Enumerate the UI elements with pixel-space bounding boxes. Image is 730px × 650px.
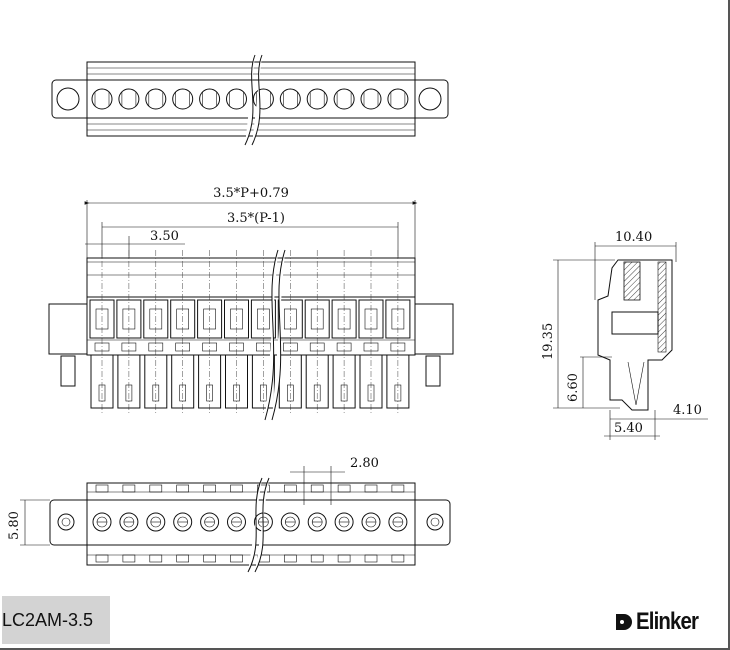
pole — [197, 250, 223, 415]
pitch-span-dim: 3.5*(P-1) — [227, 211, 285, 226]
pin-width-dim: 5.40 — [614, 421, 643, 436]
pin — [198, 354, 222, 409]
flange-width-dim: 5.80 — [7, 511, 22, 540]
pole — [250, 250, 276, 415]
logo-icon — [616, 614, 632, 630]
wire-opening — [277, 299, 303, 339]
wire-entry — [118, 88, 140, 110]
side-view: 10.40 19.35 6.60 4.10 5.40 — [541, 230, 708, 440]
wire-opening — [170, 299, 196, 339]
wire-entry — [279, 88, 301, 110]
depth-dim: 10.40 — [615, 230, 652, 245]
mount-hole — [418, 87, 442, 111]
bottom-view: 2.80 5.80 — [7, 456, 451, 573]
break-line — [264, 249, 286, 421]
pin — [171, 354, 195, 409]
wire-entry — [91, 88, 113, 110]
wire-entry — [145, 88, 167, 110]
pin — [144, 354, 168, 409]
wire-opening — [89, 299, 115, 339]
screw — [146, 484, 166, 563]
pin-offset-dim: 4.10 — [673, 403, 702, 418]
screw — [334, 484, 354, 563]
wire-entry — [252, 88, 274, 110]
wire-entry — [333, 88, 355, 110]
pole — [358, 250, 384, 415]
screw — [307, 484, 327, 563]
pin-height-dim: 6.60 — [566, 373, 581, 402]
screw-flange-right — [425, 355, 441, 387]
wire-opening — [358, 299, 384, 339]
screw — [92, 484, 112, 563]
wire-entry — [172, 88, 194, 110]
wire-opening — [197, 299, 223, 339]
pole — [385, 250, 411, 415]
screw — [200, 484, 220, 563]
pole — [143, 250, 169, 415]
pole — [170, 250, 196, 415]
top-view — [51, 54, 449, 146]
break-line — [244, 54, 263, 146]
pin — [117, 354, 141, 409]
pole — [116, 250, 142, 415]
screw-pitch-dim: 2.80 — [350, 456, 379, 471]
pitch-dim: 3.50 — [150, 229, 179, 244]
break-line — [247, 477, 270, 573]
model-label: LC2AM-3.5 — [2, 596, 110, 644]
wire-opening — [250, 299, 276, 339]
pin — [90, 354, 114, 409]
wire-entry — [387, 88, 409, 110]
height-dim: 19.35 — [541, 323, 556, 360]
screw-flange-left — [60, 355, 76, 387]
front-view: 3.5*P+0.79 3.5*(P-1) 3.50 — [48, 186, 454, 421]
screw — [173, 484, 193, 563]
pole — [89, 250, 115, 415]
brand-name: Elinker — [636, 608, 699, 635]
screw — [119, 484, 139, 563]
pin — [332, 354, 356, 409]
pin — [225, 354, 248, 409]
wire-entry — [226, 88, 247, 110]
wire-opening — [143, 299, 169, 339]
wire-opening — [331, 299, 357, 339]
wire-opening — [304, 299, 330, 339]
screw — [280, 484, 300, 563]
wire-opening — [224, 299, 249, 339]
wire-entry — [199, 88, 221, 110]
pin — [251, 354, 275, 409]
pin — [359, 354, 383, 409]
mount-hole — [56, 87, 80, 111]
brand-logo: Elinker — [614, 608, 709, 636]
pole — [224, 250, 249, 415]
screw — [227, 484, 246, 563]
wire-entry — [360, 88, 382, 110]
pin — [305, 354, 329, 409]
pole — [304, 250, 330, 415]
pole — [331, 250, 357, 415]
wire-entry — [306, 88, 328, 110]
screw — [361, 484, 381, 563]
overall-length-dim: 3.5*P+0.79 — [213, 186, 289, 201]
screw — [388, 484, 408, 563]
wire-opening — [116, 299, 142, 339]
pin — [386, 354, 410, 409]
wire-opening — [385, 299, 411, 339]
